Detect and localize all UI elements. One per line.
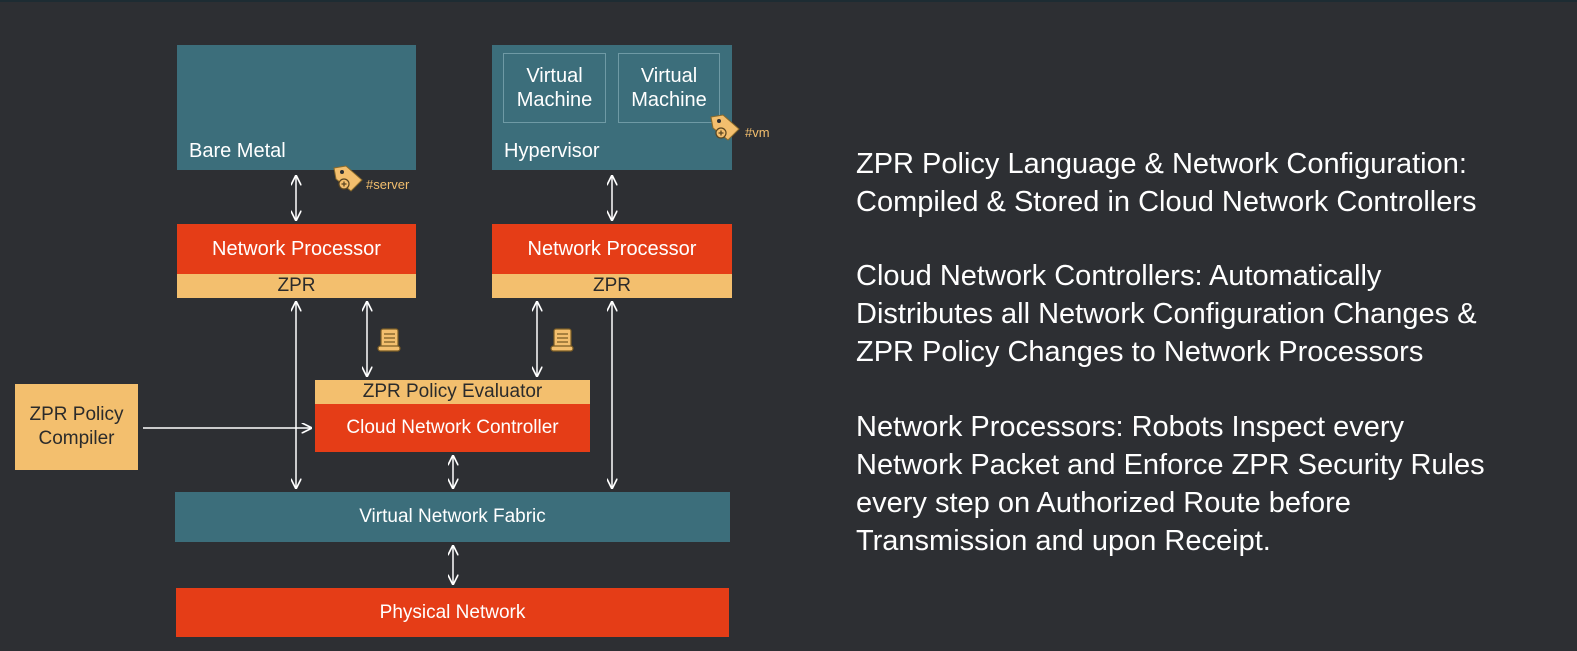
- p2-line3: ZPR Policy Changes to Network Processors: [856, 336, 1424, 368]
- physical-network: Physical Network: [176, 588, 729, 637]
- zpr-right-label: ZPR: [593, 275, 631, 296]
- tag-icon: [333, 165, 363, 192]
- paragraph-policy-language: ZPR Policy Language & Network Configurat…: [856, 145, 1477, 221]
- hypervisor-label: Hypervisor: [504, 140, 600, 162]
- p2-line1: Cloud Network Controllers: Automatically: [856, 260, 1382, 292]
- policy-scroll-icon: [550, 328, 574, 352]
- vm2-line2: Machine: [631, 89, 707, 111]
- virtual-network-fabric-label: Virtual Network Fabric: [359, 506, 546, 527]
- p3-line4: Transmission and upon Receipt.: [856, 525, 1271, 557]
- physical-network-label: Physical Network: [379, 601, 526, 623]
- p3-line2: Network Packet and Enforce ZPR Security …: [856, 449, 1485, 481]
- paragraph-network-processors: Network Processors: Robots Inspect every…: [856, 408, 1485, 560]
- p3-line1: Network Processors: Robots Inspect every: [856, 411, 1404, 443]
- p2-line2: Distributes all Network Configuration Ch…: [856, 298, 1477, 330]
- bare-metal-box: Bare Metal: [177, 45, 416, 170]
- network-processor-left: Network Processor: [177, 224, 416, 274]
- p3-line3: every step on Authorized Route before: [856, 487, 1351, 519]
- bare-metal-label: Bare Metal: [189, 140, 286, 162]
- compiler-line1: ZPR Policy: [29, 404, 124, 425]
- vm1-line1: Virtual: [526, 65, 583, 87]
- zpr-right: ZPR: [492, 274, 732, 298]
- zpr-policy-evaluator: ZPR Policy Evaluator: [315, 380, 590, 404]
- virtual-network-fabric: Virtual Network Fabric: [175, 492, 730, 542]
- policy-scroll-icon: [377, 328, 401, 352]
- cloud-network-controller: Cloud Network Controller: [315, 404, 590, 452]
- tag-icon: [710, 114, 740, 141]
- network-processor-right: Network Processor: [492, 224, 732, 274]
- top-border: [0, 0, 1577, 2]
- paragraph-cloud-controllers: Cloud Network Controllers: Automatically…: [856, 257, 1477, 371]
- network-processor-left-label: Network Processor: [212, 237, 381, 260]
- compiler-line2: Compiler: [38, 428, 115, 449]
- p1-line1: ZPR Policy Language & Network Configurat…: [856, 148, 1467, 180]
- zpr-policy-evaluator-label: ZPR Policy Evaluator: [362, 381, 543, 402]
- vm2-line1: Virtual: [640, 65, 698, 87]
- cloud-network-controller-label: Cloud Network Controller: [346, 417, 559, 438]
- zpr-left-label: ZPR: [277, 275, 316, 296]
- zpr-left: ZPR: [177, 274, 416, 298]
- tag-server-label: #server: [366, 177, 410, 192]
- tag-vm-label: #vm: [745, 125, 770, 140]
- network-processor-right-label: Network Processor: [527, 237, 697, 260]
- vm1-line2: Machine: [516, 89, 593, 111]
- p1-line2: Compiled & Stored in Cloud Network Contr…: [856, 186, 1477, 218]
